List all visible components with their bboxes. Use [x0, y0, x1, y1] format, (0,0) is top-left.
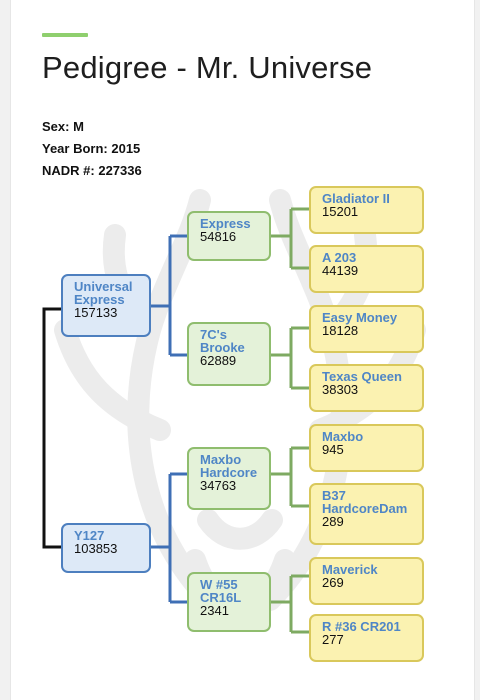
sire-sire-number: 54816 — [200, 229, 237, 244]
dam-box[interactable]: Y127 103853 — [61, 523, 151, 573]
sss-box[interactable]: Gladiator II 15201 — [309, 186, 424, 234]
dss-number: 945 — [322, 442, 344, 457]
sex-label: Sex: M — [42, 119, 84, 134]
dam-dam-name: W #55 CR16L — [200, 577, 242, 605]
dss-name: Maxbo — [322, 429, 364, 444]
sds-box[interactable]: Easy Money 18128 — [309, 305, 424, 353]
sire-dam-connector — [271, 326, 309, 390]
ddd-box[interactable]: R #36 CR201 277 — [309, 614, 424, 662]
year-born-label: Year Born: 2015 — [42, 141, 141, 156]
sire-box[interactable]: Universal Express 157133 — [61, 274, 151, 337]
dam-sire-connector — [271, 446, 309, 508]
dam-sire-number: 34763 — [200, 478, 237, 493]
sire-number: 157133 — [74, 305, 118, 320]
dam-name: Y127 — [74, 528, 105, 543]
sss-number: 15201 — [322, 204, 359, 219]
sss-name: Gladiator II — [322, 191, 390, 206]
sire-dam-box[interactable]: 7C's Brooke 62889 — [187, 322, 271, 386]
subject-connector — [42, 307, 61, 549]
dds-number: 269 — [322, 575, 344, 590]
sds-number: 18128 — [322, 323, 359, 338]
sire-dam-number: 62889 — [200, 353, 237, 368]
sdd-name: Texas Queen — [322, 369, 402, 384]
sire-dam-name: 7C's Brooke — [200, 327, 245, 355]
sire-name: Universal Express — [74, 279, 133, 307]
dam-dam-box[interactable]: W #55 CR16L 2341 — [187, 572, 271, 632]
nadr-number-label: NADR #: 227336 — [42, 163, 142, 178]
dds-name: Maverick — [322, 562, 378, 577]
ssd-name: A 203 — [322, 250, 357, 265]
dam-connector — [151, 472, 187, 604]
sire-sire-name: Express — [200, 216, 251, 231]
ddd-name: R #36 CR201 — [322, 619, 401, 634]
sire-sire-box[interactable]: Express 54816 — [187, 211, 271, 261]
dsd-box[interactable]: B37 HardcoreDam 289 — [309, 483, 424, 545]
ddd-number: 277 — [322, 632, 344, 647]
accent-bar — [42, 33, 88, 37]
dsd-number: 289 — [322, 514, 344, 529]
sdd-box[interactable]: Texas Queen 38303 — [309, 364, 424, 412]
sds-name: Easy Money — [322, 310, 398, 325]
dam-number: 103853 — [74, 541, 118, 556]
ssd-number: 44139 — [322, 263, 359, 278]
dds-box[interactable]: Maverick 269 — [309, 557, 424, 605]
sire-connector — [151, 234, 187, 357]
ssd-box[interactable]: A 203 44139 — [309, 245, 424, 293]
page-title: Pedigree - Mr. Universe — [42, 50, 373, 85]
dsd-name: B37 HardcoreDam — [322, 488, 408, 516]
dss-box[interactable]: Maxbo 945 — [309, 424, 424, 472]
sire-sire-connector — [271, 207, 309, 270]
sdd-number: 38303 — [322, 382, 359, 397]
dam-sire-name: Maxbo Hardcore — [200, 452, 258, 480]
dam-sire-box[interactable]: Maxbo Hardcore 34763 — [187, 447, 271, 510]
dam-dam-connector — [271, 574, 309, 634]
dam-dam-number: 2341 — [200, 603, 229, 618]
